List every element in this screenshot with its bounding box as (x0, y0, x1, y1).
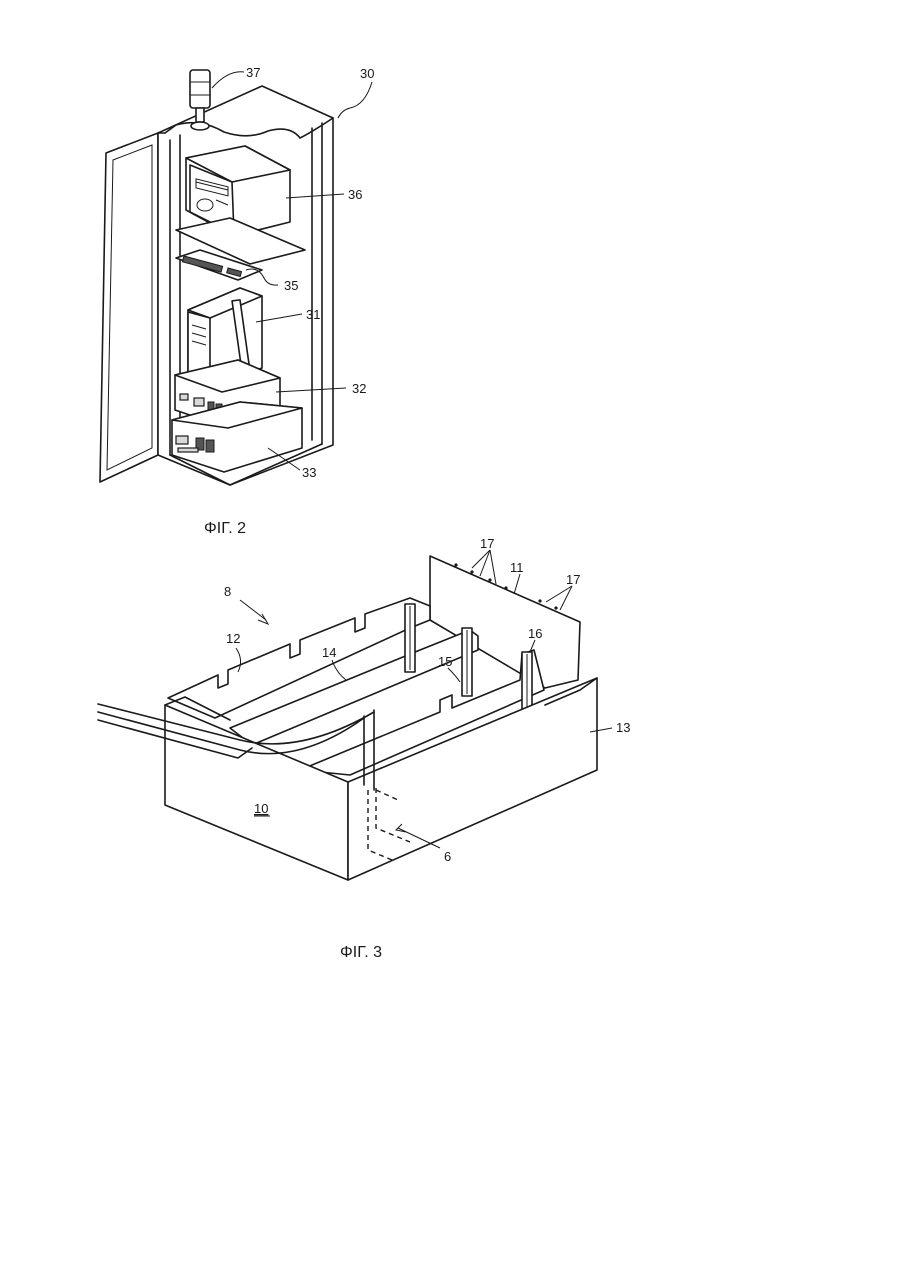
ref-14: 14 (322, 645, 336, 660)
figure-3-caption: ΦΙΓ. 3 (340, 944, 382, 961)
ref-10: 10 (254, 801, 268, 816)
ref-11: 11 (510, 560, 524, 575)
ref-8: 8 (224, 584, 231, 599)
ref-37: 37 (246, 65, 260, 80)
ref-35: 35 (284, 278, 298, 293)
ref-30: 30 (360, 66, 374, 81)
ref-6: 6 (444, 849, 451, 864)
ref-15: 15 (438, 654, 452, 669)
ref-13: 13 (616, 720, 630, 735)
ref-12: 12 (226, 631, 240, 646)
ref-33: 33 (302, 465, 316, 480)
figure-2-caption: ΦΙΓ. 2 (204, 520, 246, 537)
ref-32: 32 (352, 381, 366, 396)
cabinet-door (100, 133, 158, 482)
figure-3-box: 8 12 14 15 16 17 11 17 13 10 6 ΦΙΓ. 3 (98, 536, 630, 961)
ref-31: 31 (306, 307, 320, 322)
ref-17-right: 17 (566, 572, 580, 587)
back-panel (430, 556, 580, 688)
ref-17-upper: 17 (480, 536, 494, 551)
ref-16: 16 (528, 626, 542, 641)
ref-36: 36 (348, 187, 362, 202)
figure-2-cabinet: 37 30 36 35 31 32 33 ΦΙΓ. 2 (100, 65, 374, 537)
